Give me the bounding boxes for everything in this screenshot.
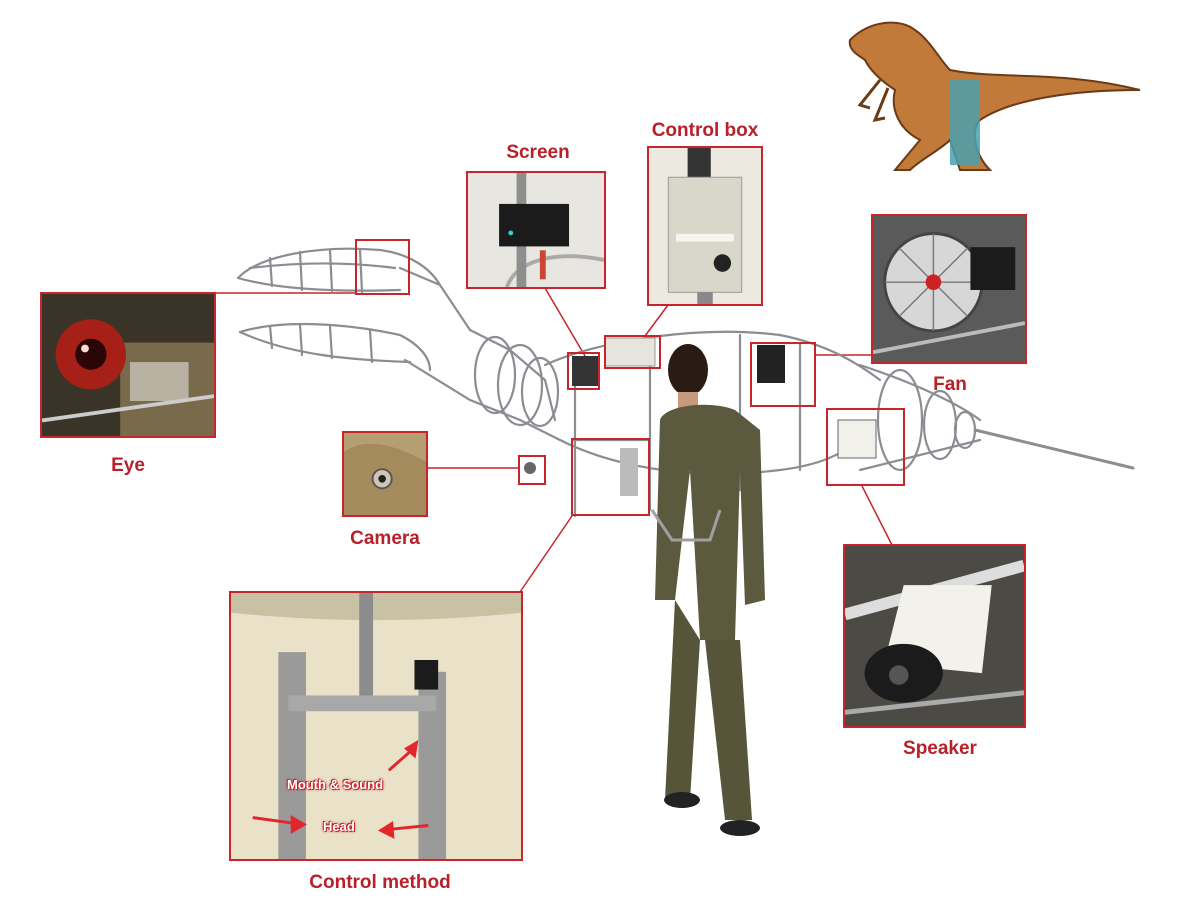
screen-inset [466,171,606,289]
fan-inset [871,214,1027,364]
head-annotation: Head [323,819,355,834]
control-method-inset: Mouth & Sound Head [229,591,523,861]
speaker-callout-box [826,408,905,486]
control-box-label: Control box [651,120,759,141]
screen-callout-box [567,352,600,390]
eye-callout-box [355,239,410,295]
control-box-callout-box [604,335,661,369]
camera-label: Camera [350,528,420,549]
mouth-sound-annotation: Mouth & Sound [287,777,384,792]
fan-callout-box [750,342,816,407]
screen-label: Screen [506,142,570,163]
camera-inset [342,431,428,517]
camera-callout-box [518,455,546,485]
control-box-inset [647,146,763,306]
control-method-callout-box [571,438,650,516]
fan-label: Fan [933,374,967,395]
control-arrows [252,739,429,839]
speaker-label: Speaker [903,738,977,759]
speaker-inset [843,544,1026,728]
eye-label: Eye [111,455,145,476]
eye-inset [40,292,216,438]
control-method-label: Control method [309,872,451,893]
dinosaur-illustration [848,21,1141,171]
